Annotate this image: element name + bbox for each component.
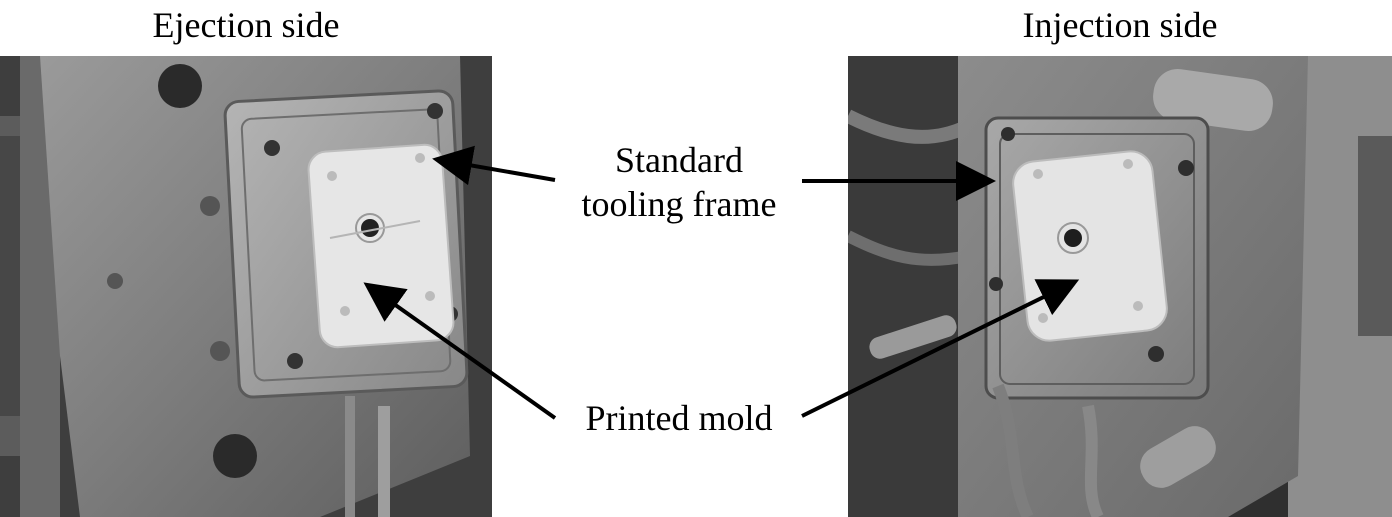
arrow-mold-to-ejection-mold [363,282,557,420]
standard-tooling-frame-label: Standard tooling frame [556,138,802,226]
caption-ejection-side: Ejection side [152,5,340,45]
standard-tooling-frame-label-line2: tooling frame [581,184,777,224]
printed-mold-label: Printed mold [585,398,773,438]
arrow-frame-to-ejection-frame [432,145,556,186]
injection-side-photo [848,56,1392,517]
standard-tooling-frame-label-line1: Standard [615,140,743,180]
caption-injection-side: Injection side [1022,5,1218,45]
arrow-mold-to-injection-mold [801,279,1080,418]
